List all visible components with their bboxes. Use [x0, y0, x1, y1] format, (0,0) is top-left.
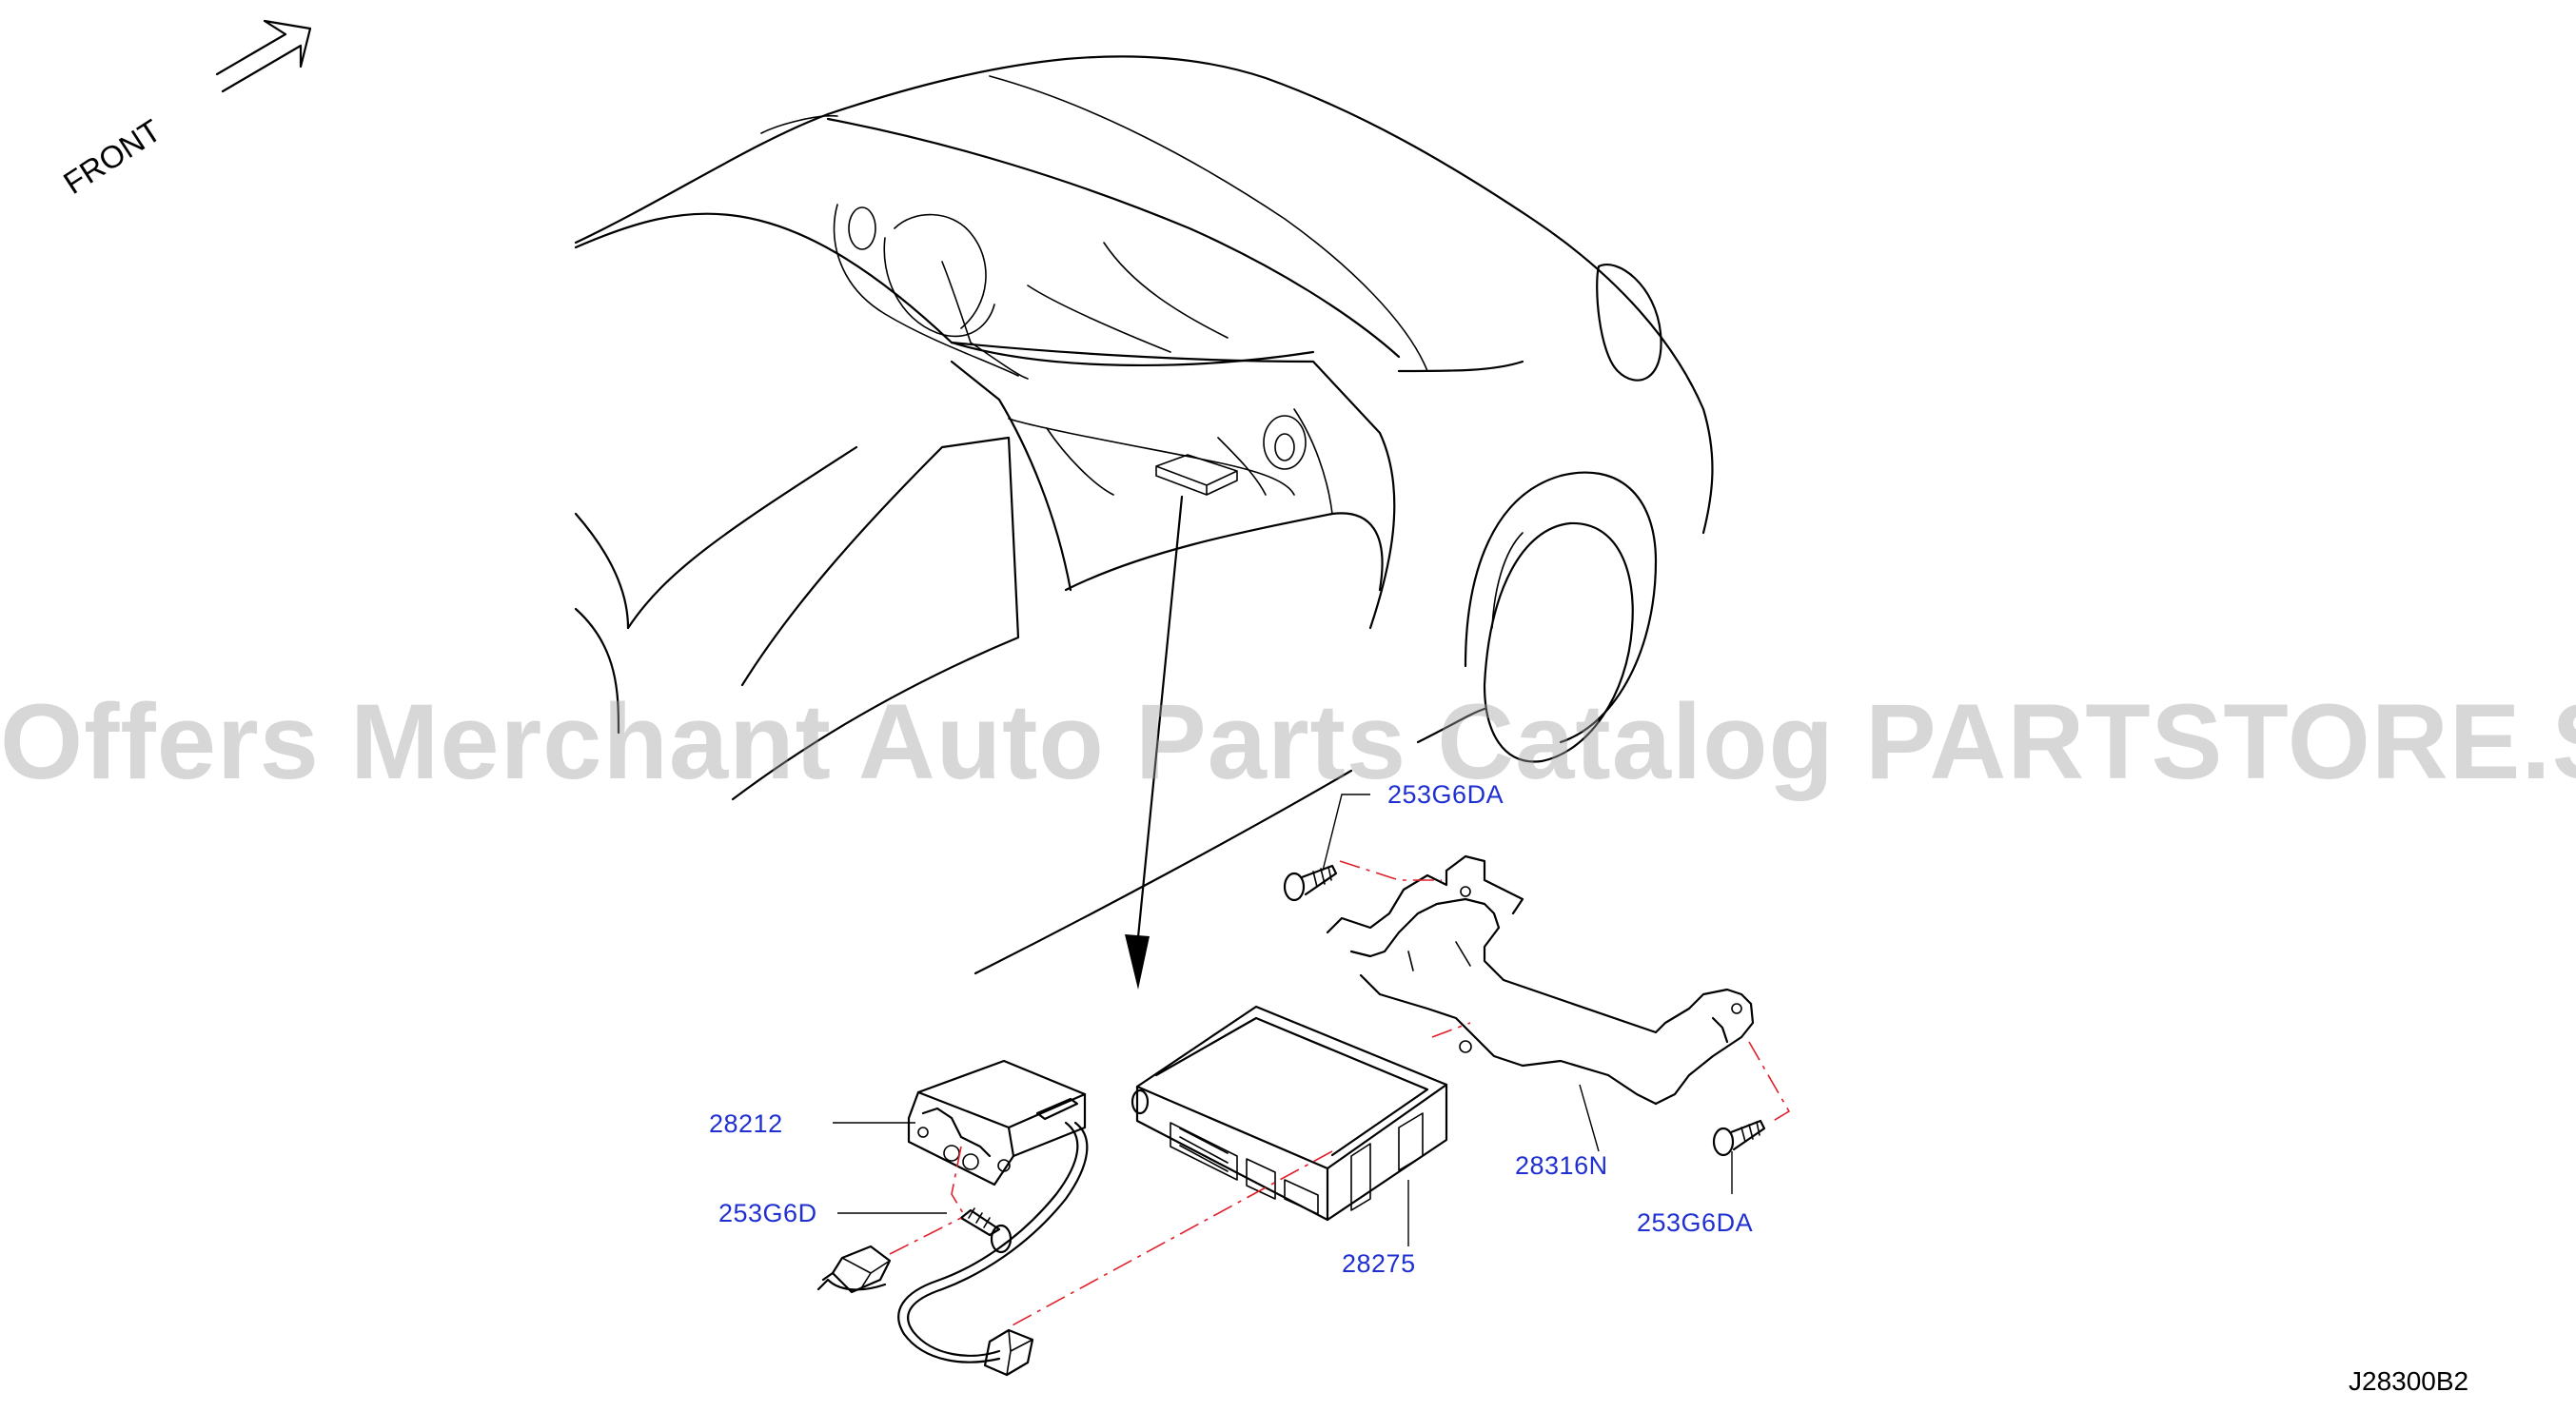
front-arrow-icon [215, 19, 312, 93]
screw-253g6da-right [1712, 1119, 1766, 1157]
label-screw-253g6da-top[interactable]: 253G6DA [1387, 780, 1504, 809]
label-screw-253g6d[interactable]: 253G6D [718, 1199, 817, 1227]
label-bracket-28316n[interactable]: 28316N [1515, 1151, 1608, 1180]
installation-guides [889, 860, 1791, 1328]
unit-28212 [816, 1059, 1089, 1377]
label-unit-28212[interactable]: 28212 [709, 1109, 783, 1138]
watermark: Offers Merchant Auto Parts Catalog PARTS… [0, 682, 2576, 801]
bracket-28316n [1326, 854, 1755, 1106]
location-arrow [1125, 495, 1184, 990]
leader-lines [833, 794, 1733, 1246]
car-outline [574, 55, 1714, 975]
label-module-28275[interactable]: 28275 [1342, 1249, 1416, 1278]
label-screw-253g6da-right[interactable]: 253G6DA [1637, 1208, 1754, 1237]
diagram-code: J28300B2 [2349, 1366, 2469, 1396]
screw-253g6da-top [1283, 864, 1338, 902]
module-28275 [1131, 1005, 1448, 1222]
screw-253g6d [959, 1207, 1013, 1254]
